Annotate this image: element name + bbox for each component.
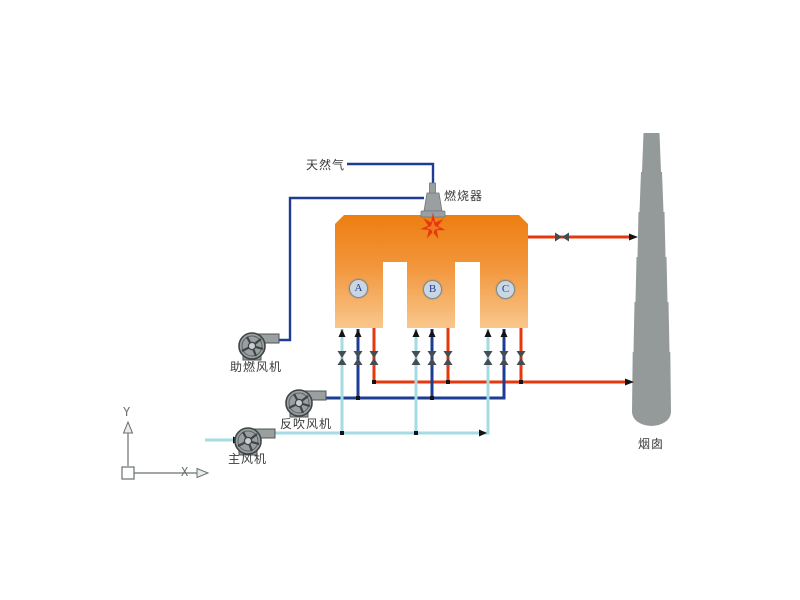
chamber-a-badge: A <box>349 279 368 298</box>
chimney-stack <box>632 133 671 427</box>
purge-fan-icon <box>284 388 328 419</box>
axis-x-label: X <box>181 465 189 479</box>
axis-y-label: Y <box>123 405 131 419</box>
valve-icon <box>443 351 453 365</box>
main-fan-icon <box>233 426 277 457</box>
valve-icon <box>353 351 363 365</box>
combustion-fan-label: 助燃风机 <box>230 360 283 374</box>
valve-icon <box>369 351 379 365</box>
chamber-b-badge: B <box>423 280 442 299</box>
burner-label: 燃烧器 <box>444 189 484 203</box>
chamber-c-badge: C <box>496 280 515 299</box>
combustion-fan-icon <box>237 331 281 362</box>
natural-gas-pipe <box>347 162 435 186</box>
valve-icon <box>411 351 421 365</box>
chimney-label: 烟囱 <box>638 437 665 451</box>
valve-icon <box>516 351 526 365</box>
burner-icon <box>420 182 446 218</box>
valve-bank <box>337 232 569 365</box>
rto-chamber-body <box>335 215 528 328</box>
pipe-junctions <box>340 380 523 435</box>
flame-icon <box>420 212 446 239</box>
valve-icon <box>499 351 509 365</box>
main-fan-label: 主风机 <box>228 452 268 466</box>
bypass-valve-icon <box>555 232 569 242</box>
natural-gas-label: 天然气 <box>306 158 346 172</box>
purge-fan-label: 反吹风机 <box>280 417 333 431</box>
combustion-air-pipe <box>278 196 424 342</box>
valve-icon <box>483 351 493 365</box>
axis-indicator <box>121 420 210 480</box>
valve-icon <box>337 351 347 365</box>
valve-icon <box>427 351 437 365</box>
